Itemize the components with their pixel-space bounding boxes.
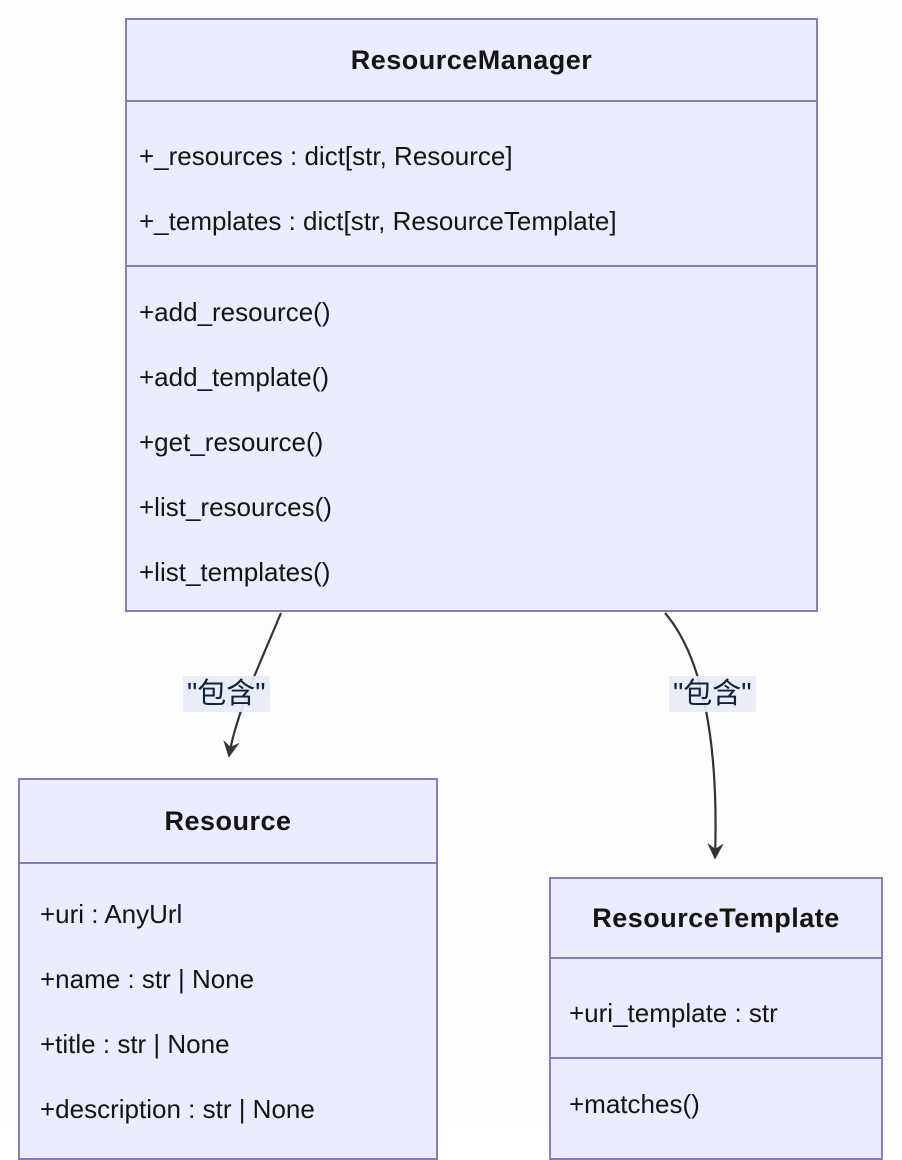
class-box-resourcemanager: ResourceManager +_resources : dict[str, … xyxy=(125,18,818,612)
uml-class-diagram: ResourceManager +_resources : dict[str, … xyxy=(18,18,883,1160)
attribute-row: +uri_template : str xyxy=(569,998,778,1028)
attributes-section: +uri_template : str xyxy=(551,959,881,1059)
attribute-row: +_resources : dict[str, Resource] xyxy=(139,141,513,171)
class-box-resourcetemplate: ResourceTemplate +uri_template : str +ma… xyxy=(549,877,883,1160)
class-title-resourcemanager: ResourceManager xyxy=(127,20,816,102)
attribute-row: +description : str | None xyxy=(40,1094,315,1124)
edge-arrow-resourcetemplate xyxy=(664,612,724,860)
method-row: +get_resource() xyxy=(139,427,324,457)
class-box-resource: Resource +uri : AnyUrl +name : str | Non… xyxy=(18,778,438,1160)
class-title-resource: Resource xyxy=(20,780,436,864)
attribute-row: +name : str | None xyxy=(40,964,255,994)
method-row: +list_templates() xyxy=(139,557,331,587)
method-row: +add_template() xyxy=(139,362,330,392)
method-row: +add_resource() xyxy=(139,297,331,327)
attribute-row: +title : str | None xyxy=(40,1029,230,1059)
method-row: +matches() xyxy=(569,1089,700,1119)
methods-section: +matches() xyxy=(551,1059,881,1137)
edge-label-contains-resource: "包含" xyxy=(183,676,270,712)
methods-section: +add_resource() +add_template() +get_res… xyxy=(127,267,816,605)
attributes-section: +_resources : dict[str, Resource] +_temp… xyxy=(127,102,816,267)
edge-label-contains-resourcetemplate: "包含" xyxy=(669,676,756,712)
attribute-row: +_templates : dict[str, ResourceTemplate… xyxy=(139,206,617,236)
attribute-row: +uri : AnyUrl xyxy=(40,899,183,929)
class-title-resourcetemplate: ResourceTemplate xyxy=(551,879,881,959)
attributes-section: +uri : AnyUrl +name : str | None +title … xyxy=(20,864,436,1142)
method-row: +list_resources() xyxy=(139,492,332,522)
